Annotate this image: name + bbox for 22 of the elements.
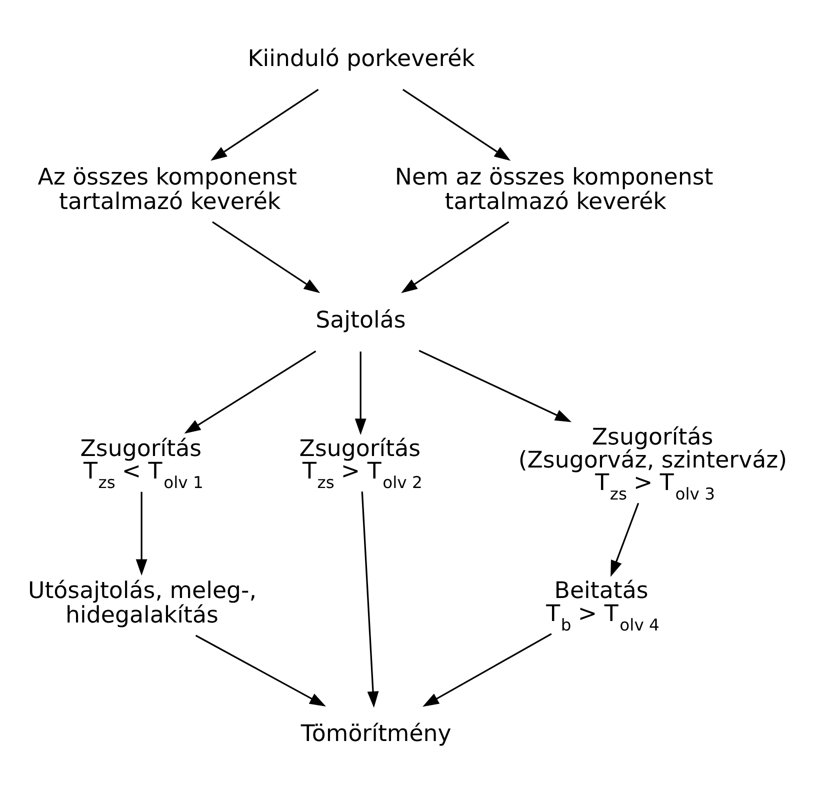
arrow [402,88,511,161]
node-text: Zsugorítás (Zsugorváz, szinterváz) T$_{zs}$ > T$_{olv 3}$ [518,424,788,504]
arrow [361,492,379,708]
node-text: Tömörítmény [300,721,452,748]
arrow [422,633,552,707]
node-text: Utósajtolás, meleg-, hidegalakítás [28,578,257,629]
arrow [401,221,510,294]
node-text: Zsugorítás T$_{zs}$ > T$_{olv 2}$ [299,436,422,492]
node-text: Beitatás T$_{b}$ > T$_{olv 4}$ [546,578,660,634]
arrow [418,350,572,422]
arrow [354,352,366,435]
node-text: Nem az összes komponenst tartalmazó keverék [394,164,714,216]
node-text: Az összes komponenst tartalmazó keverék [38,164,297,216]
arrow [184,350,316,434]
node-text: Zsugorítás T$_{zs}$ < T$_{olv 1}$ [80,436,204,492]
arrow [212,221,320,294]
arrow [195,634,326,706]
arrow [210,88,319,161]
arrow [136,492,148,576]
node-text: Kiinduló porkeverék [248,46,475,72]
arrow [610,502,640,577]
node-text: Sajtolás [316,308,406,334]
